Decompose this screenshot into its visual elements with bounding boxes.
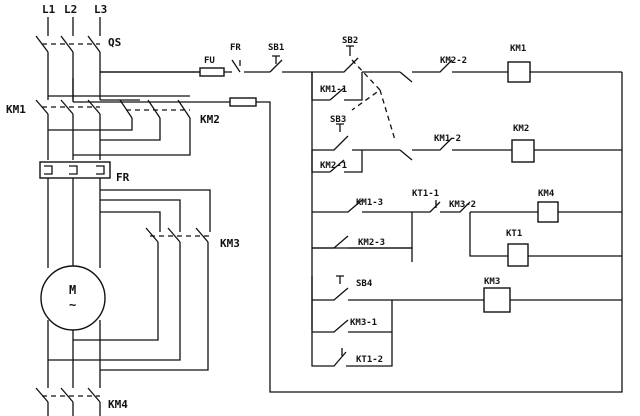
coil-km3: [483, 287, 511, 313]
coil-km1: [507, 61, 531, 83]
coil-km4: [537, 201, 559, 223]
km3-2-label: KM3-2: [449, 200, 476, 210]
sb2-label: SB2: [342, 36, 358, 46]
sb3-label: SB3: [330, 115, 346, 125]
phase-label-l2: L2: [64, 3, 77, 16]
coil-kt1-label: KT1: [506, 229, 522, 239]
km1-3-contact: [312, 199, 412, 213]
control-circuit: FU FR SB1 SB2 KM1-1 KM2-2 KM1 SB3 KM2-1 …: [199, 36, 623, 393]
fr-label: FR: [116, 171, 130, 184]
phase-label-l3: L3: [94, 3, 107, 16]
kt1-2-label: KT1-2: [356, 355, 383, 365]
sb3-start-button[interactable]: [312, 123, 400, 151]
km2-3-contact: [312, 235, 413, 262]
km2-cross-wiring: [48, 118, 191, 156]
kt1-1-label: KT1-1: [412, 189, 439, 199]
coil-kt1: [507, 243, 529, 267]
km2-2-label: KM2-2: [440, 56, 467, 66]
fu-label: FU: [204, 56, 215, 66]
km2-1-holding-contact: [311, 150, 363, 173]
sb4-button[interactable]: [312, 275, 484, 301]
fu-fuse: [199, 67, 225, 77]
coil-km3-label: KM3: [484, 277, 500, 287]
km1-2-interlock-contact: [399, 137, 512, 161]
km4-contacts: [35, 387, 101, 403]
control-return-line: [256, 72, 623, 393]
km1-1-holding-contact: [311, 72, 363, 101]
sb4-label: SB4: [356, 279, 373, 289]
coil-km2-label: KM2: [513, 124, 529, 134]
phase-label-l1: L1: [42, 3, 56, 16]
motor-letter: M: [69, 283, 76, 297]
km2-feed-lines: [48, 95, 190, 101]
km2-contacts: [119, 99, 191, 119]
km3-label: KM3: [220, 237, 240, 250]
qs-label: QS: [108, 36, 121, 49]
motor-feed-lines: [47, 178, 101, 268]
km1-1-label: KM1-1: [320, 85, 347, 95]
km2-3-label: KM2-3: [358, 238, 385, 248]
coil-km2: [511, 139, 535, 163]
fu-fuse-2: [229, 97, 257, 107]
fr-nc-contact: [224, 59, 262, 73]
km2-2-interlock-contact: [399, 59, 508, 83]
kt1-2-contact: [311, 332, 393, 367]
km2-label: KM2: [200, 113, 220, 126]
fr-heater-box: [39, 161, 111, 179]
coil-km1-label: KM1: [510, 44, 526, 54]
motor-lower-lines: [47, 320, 101, 388]
fr-heater-elements: [44, 165, 105, 175]
km4-label: KM4: [108, 398, 128, 411]
km3-contacts: [145, 227, 209, 243]
fr-control-label: FR: [230, 43, 241, 53]
km3-feed-lines: [100, 189, 211, 232]
km2-1-label: KM2-1: [320, 161, 347, 171]
phase-buses-mid: [47, 114, 101, 160]
km1-label: KM1: [6, 103, 26, 116]
phase-feed-lines: [47, 17, 101, 36]
coil-km4-label: KM4: [538, 189, 555, 199]
km3-return-lines: [48, 242, 209, 371]
power-circuit: L1 L2 L3 QS KM1 KM2 FR KM: [6, 3, 240, 416]
km1-3-label: KM1-3: [356, 198, 383, 208]
kt1-1-km3-2-contacts: [412, 200, 538, 213]
sb-mechanical-interlock: [351, 59, 396, 141]
sb1-stop-button[interactable]: [262, 55, 312, 73]
motor-symbol: ~: [69, 298, 76, 312]
km1-2-label: KM1-2: [434, 134, 461, 144]
sb2-start-button[interactable]: [312, 45, 400, 73]
km3-1-label: KM3-1: [350, 318, 377, 328]
sb1-label: SB1: [268, 43, 284, 53]
phase-buses-upper: [47, 52, 101, 100]
